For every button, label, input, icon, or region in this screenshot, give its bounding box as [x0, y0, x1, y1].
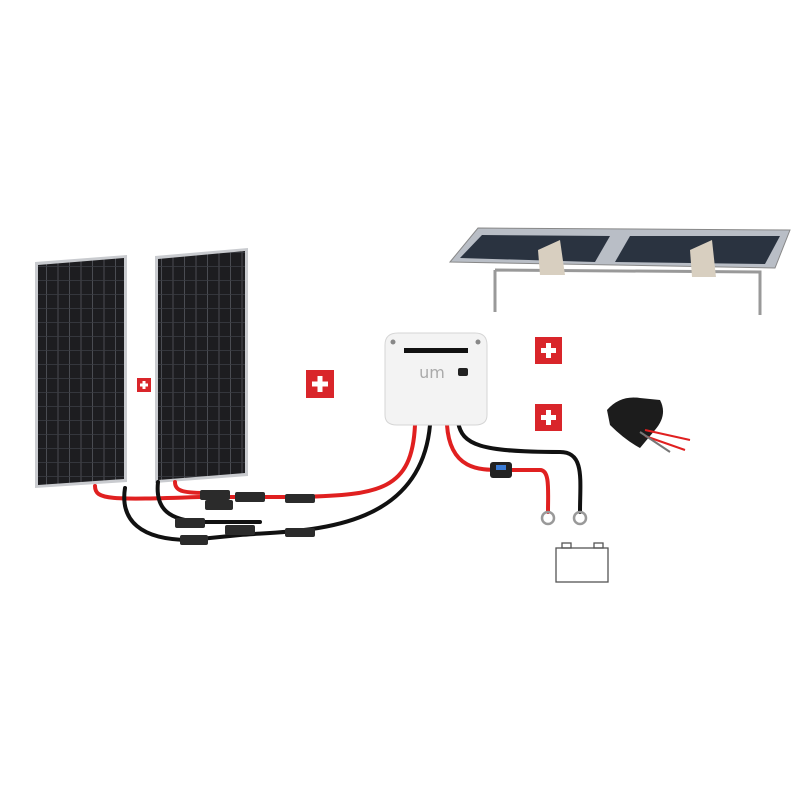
plus-icon [137, 378, 151, 392]
plus-icon [535, 337, 562, 364]
ring-terminal-negative [572, 510, 588, 526]
ring-terminal-positive [540, 510, 556, 526]
solar-panel-1 [35, 255, 127, 488]
plus-icon [306, 370, 334, 398]
plus-icon [535, 404, 562, 431]
battery-icon [555, 542, 609, 583]
controller-logo: um [419, 363, 445, 382]
cable-gland [607, 397, 691, 453]
charge-controller: um [384, 332, 488, 426]
mounting-bracket [448, 227, 791, 315]
solar-panel-2 [155, 248, 248, 483]
mc4-connectors [175, 490, 315, 545]
